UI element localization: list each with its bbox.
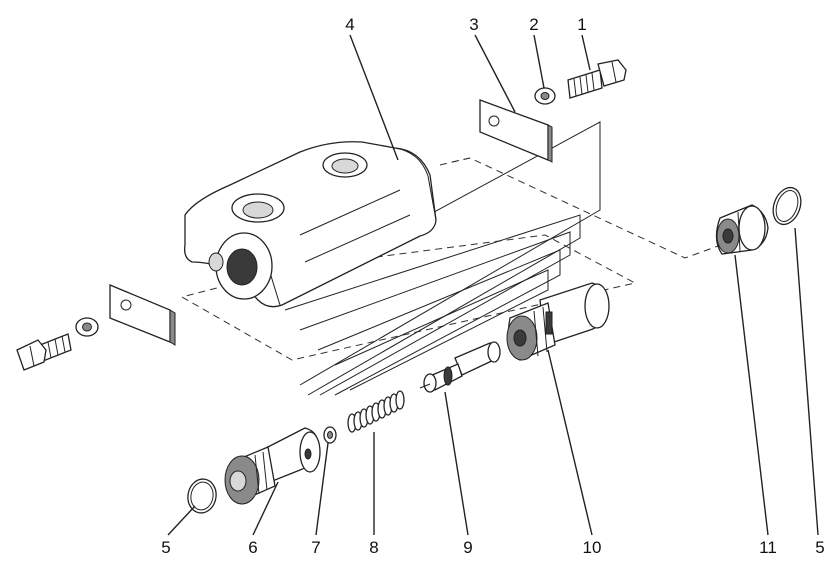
piston-part-10 <box>506 282 610 361</box>
washer-left <box>75 317 99 337</box>
bolt-left <box>16 333 72 371</box>
part-labels: 4 3 2 1 5 6 7 8 9 10 11 5 <box>161 15 824 557</box>
label-part-10: 10 <box>583 538 602 557</box>
plate-left <box>109 284 176 346</box>
label-part-1: 1 <box>577 15 586 34</box>
plate-part-3 <box>479 99 553 163</box>
washer-part-2 <box>534 87 556 105</box>
sleeve-part-11 <box>715 204 769 255</box>
label-part-8: 8 <box>369 538 378 557</box>
spring-part-8 <box>347 390 405 433</box>
o-ring-right-part-5 <box>772 186 802 226</box>
o-ring-left-part-5 <box>187 478 217 514</box>
label-part-4: 4 <box>345 15 354 34</box>
label-part-5-left: 5 <box>161 538 170 557</box>
bolt-part-1 <box>567 59 627 99</box>
housing-part-4 <box>184 141 437 308</box>
small-washer-part-7 <box>323 426 337 444</box>
label-part-9: 9 <box>463 538 472 557</box>
label-part-5-right: 5 <box>815 538 824 557</box>
label-part-2: 2 <box>529 15 538 34</box>
label-part-6: 6 <box>248 538 257 557</box>
assembly-guide-lines <box>271 121 601 396</box>
plunger-part-6 <box>224 427 321 505</box>
valve-stem-part-9 <box>419 341 501 393</box>
label-part-11: 11 <box>759 538 777 557</box>
label-part-3: 3 <box>469 15 478 34</box>
label-part-7: 7 <box>311 538 320 557</box>
leader-lines <box>167 34 819 536</box>
